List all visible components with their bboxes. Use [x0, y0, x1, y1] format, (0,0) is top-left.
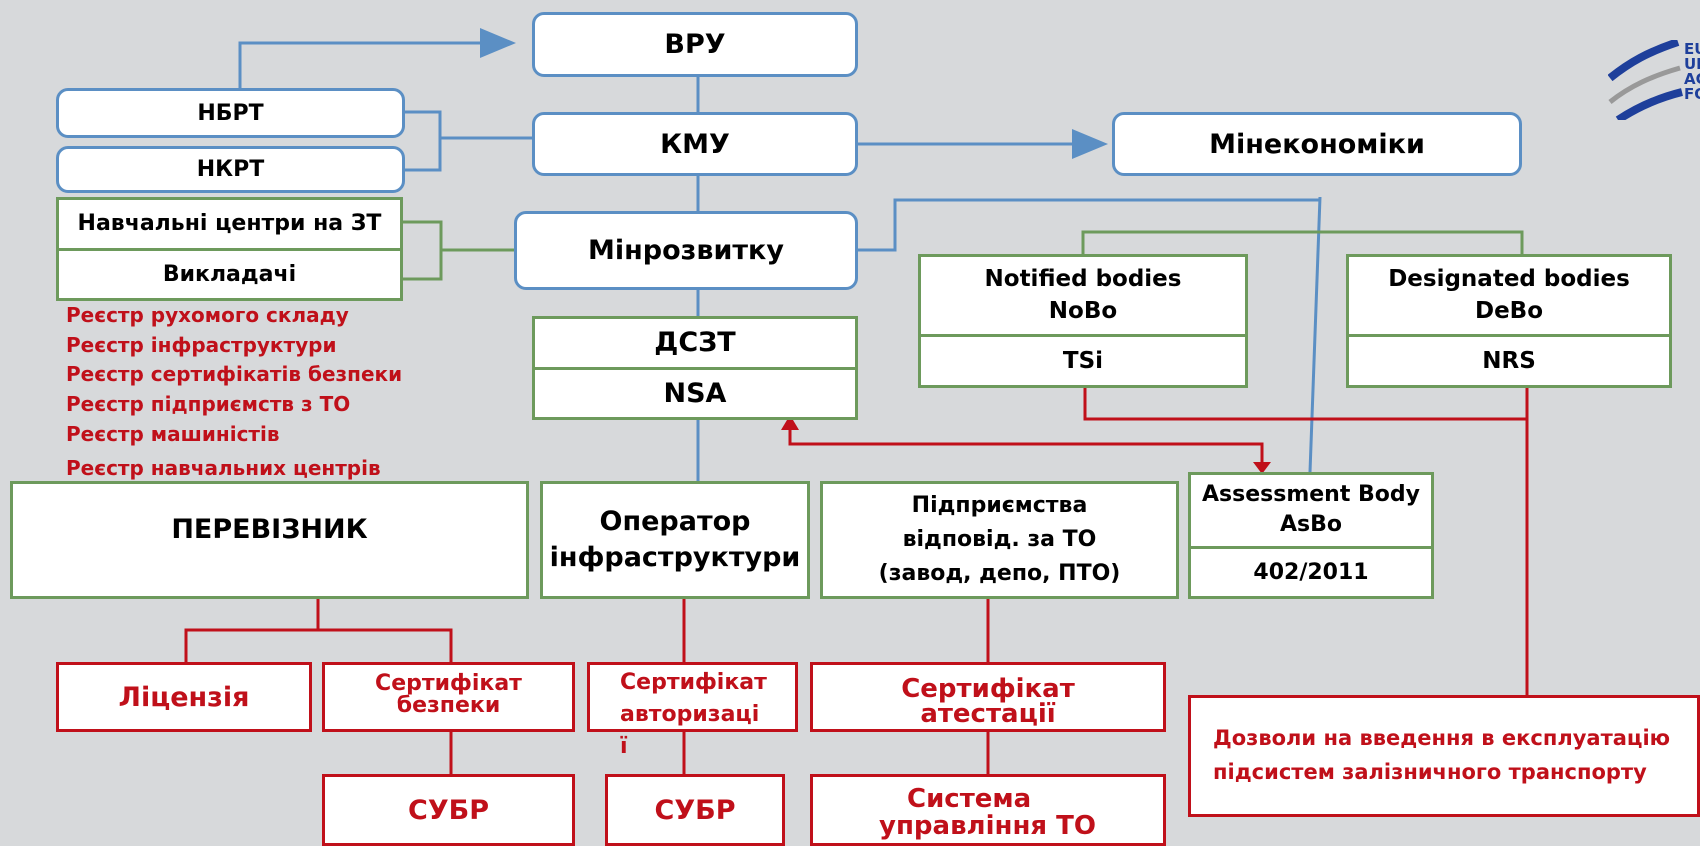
minekonomiky-label: Мінекономіки: [1209, 128, 1425, 160]
license-box: Ліцензія: [56, 662, 312, 732]
logo-text: EU UI AC FO: [1684, 40, 1700, 103]
green-connectors: [403, 220, 1524, 281]
register-item: Реєстр машиністів: [66, 422, 280, 446]
attest-cert-line-2: атестації: [920, 698, 1056, 729]
kmu-box: КМУ: [532, 112, 858, 176]
asbo-regulation: 402/2011: [1191, 545, 1431, 596]
vru-label: ВРУ: [664, 29, 726, 60]
nkrt-label: НКРТ: [196, 157, 265, 182]
safety-cert-line-1: Сертифікат: [375, 671, 522, 696]
blue-connectors: [238, 28, 1322, 481]
mgmt-system-line-2: управління ТО: [879, 811, 1096, 841]
red-connectors: [184, 388, 1529, 774]
nobo-title: Notified bodies: [984, 266, 1182, 293]
attestation-certificate-box: Сертифікат атестації: [810, 662, 1166, 732]
nobo-abbr: NoBo: [1048, 298, 1118, 325]
permits-line-2: підсистем залізничного транспорту: [1213, 760, 1647, 784]
subr-label-2: СУБР: [654, 794, 736, 826]
mgmt-system-line-1: Система: [907, 783, 1032, 814]
subr-box-2: СУБР: [605, 774, 785, 846]
safety-cert-line-2: безпеки: [396, 693, 501, 718]
training-box: Навчальні центри на ЗТ Викладачі: [56, 197, 403, 301]
nobo-box: Notified bodies NoBo TSi: [918, 254, 1248, 388]
license-label: Ліцензія: [118, 681, 250, 713]
teachers-label: Викладачі: [59, 247, 400, 299]
carrier-box: ПЕРЕВІЗНИК: [10, 481, 529, 599]
kmu-label: КМУ: [660, 128, 730, 160]
tsi-label: TSi: [921, 333, 1245, 385]
maintenance-enterprises-box: Підприємства відповід. за ТО (завод, деп…: [820, 481, 1179, 599]
auth-cert-line-2: авторизаці: [620, 701, 760, 727]
register-item: Реєстр рухомого складу: [66, 303, 349, 327]
asbo-header: Assessment Body AsBo: [1191, 475, 1431, 546]
debo-box: Designated bodies DeBo NRS: [1346, 254, 1672, 388]
safety-certificate-box: Сертифікат безпеки: [322, 662, 575, 732]
infra-operator-box: Оператор інфраструктури: [540, 481, 810, 599]
minekonomiky-box: Мінекономіки: [1112, 112, 1522, 176]
nbrt-box: НБРТ: [56, 88, 405, 138]
register-item: Реєстр сертифікатів безпеки: [66, 362, 403, 386]
nbrt-label: НБРТ: [197, 100, 264, 126]
maintenance-line-2: відповід. за ТО: [902, 526, 1097, 552]
subr-label-1: СУБР: [408, 794, 489, 826]
training-centers-label: Навчальні центри на ЗТ: [77, 211, 382, 237]
register-item: Реєстр навчальних центрів: [66, 456, 381, 480]
infra-operator-line-1: Оператор: [599, 505, 751, 537]
register-item: Реєстр інфраструктури: [66, 333, 337, 357]
asbo-title: Assessment Body: [1202, 481, 1420, 507]
maintenance-line-1: Підприємства: [911, 492, 1088, 518]
dszt-label: ДСЗТ: [654, 327, 736, 359]
permits-line-1: Дозволи на введення в експлуатацію: [1213, 726, 1671, 751]
authorization-certificate-box: Сертифікат авторизаці ї: [587, 662, 798, 759]
nsa-label: NSA: [535, 366, 855, 418]
debo-title: Designated bodies: [1388, 266, 1630, 293]
nobo-header: Notified bodies NoBo: [921, 257, 1245, 334]
commissioning-permits-box: Дозволи на введення в експлуатацію підси…: [1188, 695, 1700, 817]
dszt-nsa-box: ДСЗТ NSA: [532, 316, 858, 420]
carrier-label: ПЕРЕВІЗНИК: [171, 514, 368, 545]
nkrt-box: НКРТ: [56, 146, 405, 193]
maintenance-management-system-box: Система управління ТО: [810, 774, 1166, 846]
debo-abbr: DeBo: [1474, 298, 1544, 325]
auth-cert-line-3: ї: [620, 733, 628, 759]
maintenance-line-3: (завод, депо, ПТО): [878, 561, 1121, 587]
minrozvytku-label: Мінрозвитку: [588, 235, 784, 266]
debo-header: Designated bodies DeBo: [1349, 257, 1669, 334]
eu-agency-logo: [1608, 40, 1683, 120]
attest-cert-line-1: Сертифікат: [901, 674, 1075, 704]
vru-box: ВРУ: [532, 12, 858, 77]
register-item: Реєстр підприємств з ТО: [66, 392, 351, 416]
asbo-box: Assessment Body AsBo 402/2011: [1188, 472, 1434, 599]
asbo-abbr: AsBo: [1279, 512, 1342, 538]
infra-operator-line-2: інфраструктури: [549, 542, 801, 573]
nrs-label: NRS: [1349, 333, 1669, 385]
auth-cert-line-1: Сертифікат: [620, 670, 767, 695]
subr-box-1: СУБР: [322, 774, 575, 846]
minrozvytku-box: Мінрозвитку: [514, 211, 858, 290]
